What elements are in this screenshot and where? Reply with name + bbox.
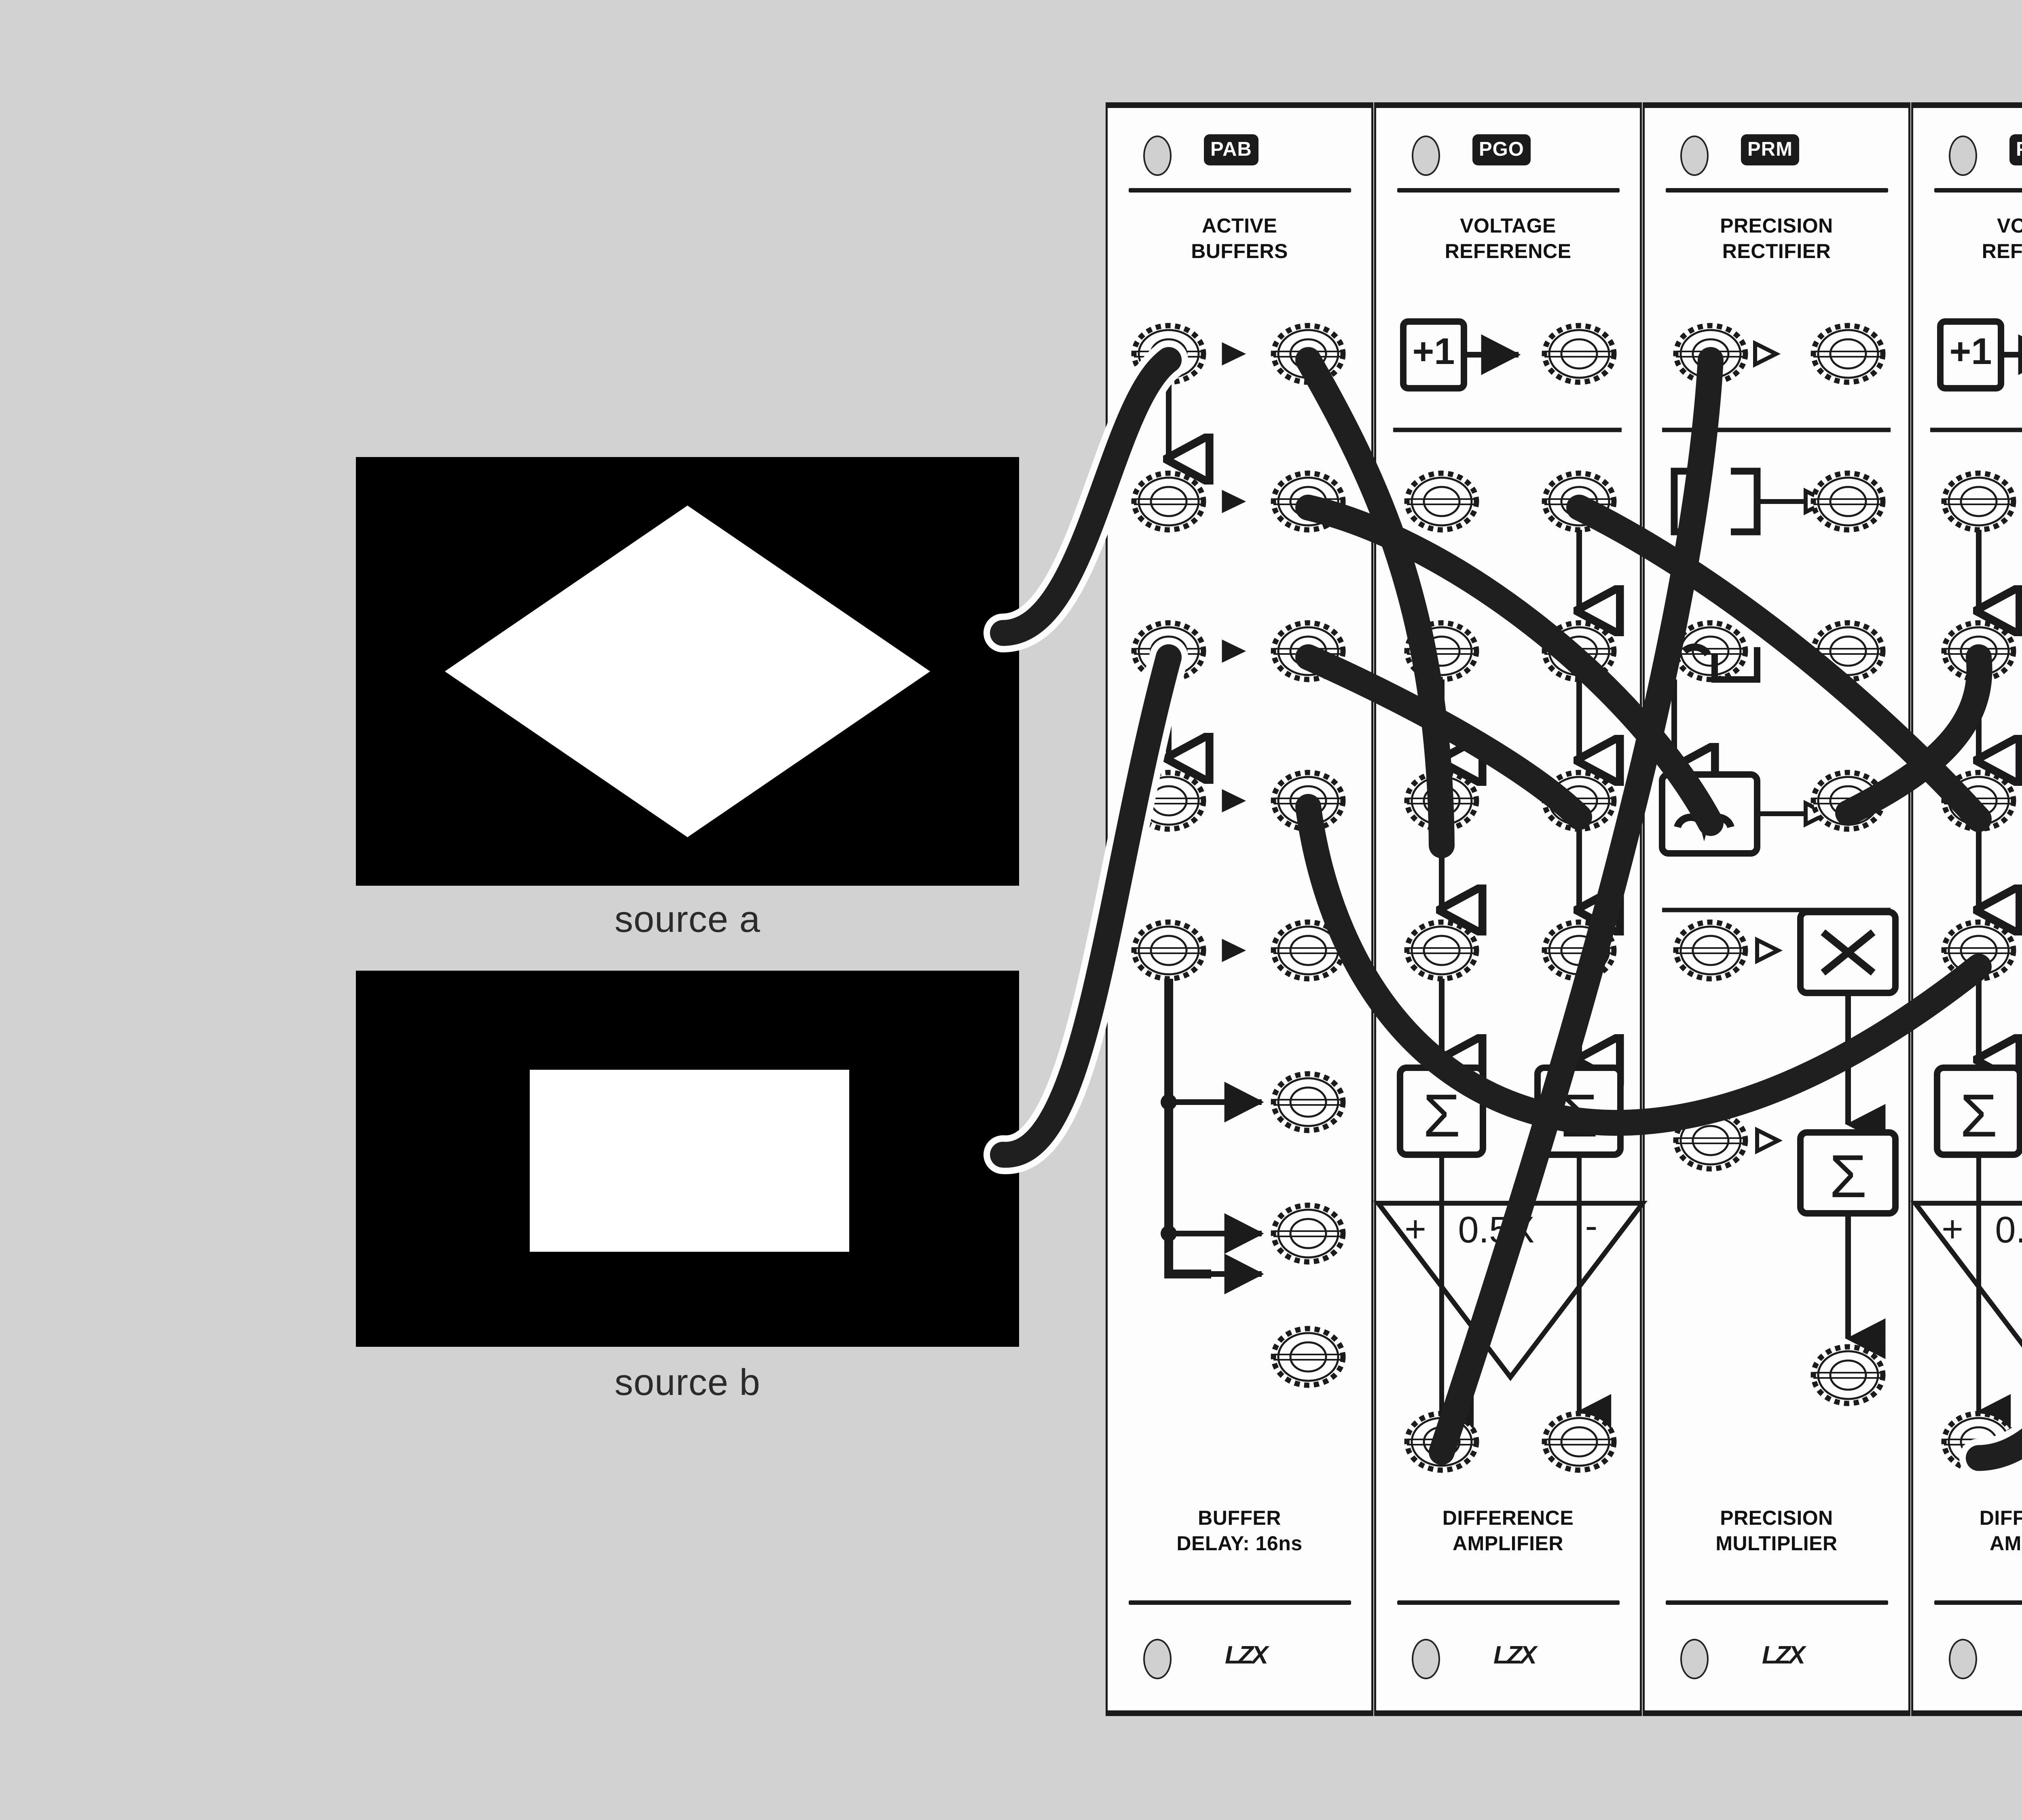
gain-plus-pgo-1: + [1404,1208,1426,1250]
gain-minus-pgo-1: - [1585,1205,1598,1246]
brand-logo-prm: LZX [1762,1641,1805,1669]
gain-plus-pgo-2: + [1942,1208,1963,1250]
source-b-display [356,971,1019,1347]
cable-pab-out1-to-pgo1[interactable] [1295,347,1455,858]
module-footer-pgo-2-line1: DIFFERENCE [1979,1507,2022,1529]
cable-pab-out4-to-pgo2[interactable] [1295,794,1992,1136]
source-a-label: source a [614,899,761,940]
brand-logo-pgo-1: LZX [1493,1641,1537,1669]
gain-value-pgo-2: 0.5X [1995,1209,2022,1251]
sum-symbol-pgo-2-a: Σ [1960,1081,1998,1149]
offset-block-label-pgo-2: +1 [1950,331,1992,372]
source-a-diamond-icon [445,506,930,837]
cable-pab-out2-to-prm[interactable] [1295,495,1724,836]
cable-pgo1-to-pgo2[interactable] [1566,495,1992,832]
module-badge-pgo-2: PGO [2009,134,2022,165]
divider-top-pgo-1 [1397,188,1620,193]
divider-bottom-pab [1129,1600,1351,1605]
prm-graphics [1659,326,1899,1403]
module-footer-pgo-1-line1: DIFFERENCE [1442,1507,1574,1529]
cable-source-b-to-pab[interactable] [984,638,1188,1175]
source-b-square-icon [530,1070,849,1252]
sum-symbol-pgo-1-a: Σ [1423,1081,1461,1149]
module-footer-prm-line1: PRECISION [1720,1507,1833,1529]
divider-top-prm [1666,188,1888,193]
divider-top-pab [1129,188,1351,193]
module-title-prm-line1: PRECISION [1720,214,1833,237]
divider-bottom-pgo-2 [1934,1600,2022,1605]
module-footer-pab-line1: BUFFER [1198,1507,1281,1529]
cable-prm-to-pgo2[interactable] [1835,644,1992,826]
module-title-prm-line2: RECTIFIER [1722,240,1831,262]
module-title-pgo-1-line2: REFERENCE [1445,240,1571,262]
module-footer-pab-line2: DELAY: 16ns [1176,1532,1303,1555]
divider-bottom-pgo-1 [1397,1600,1620,1605]
cable-source-a-to-pab[interactable] [984,341,1188,652]
module-badge-pgo-1: PGO [1472,134,1531,165]
cable-prm-to-pgo1out[interactable] [1429,347,1724,1465]
sum-symbol-prm: Σ [1830,1142,1867,1210]
led-bottom-prm [1680,1639,1709,1679]
module-title-pgo-2-line2: REFERENCE [1982,240,2022,262]
offset-block-label-pgo-1: +1 [1413,331,1455,372]
led-bottom-pab [1143,1639,1172,1679]
module-title-pab-line1: ACTIVE [1201,214,1277,237]
led-top-pab [1143,135,1172,176]
module-footer-pgo-1-line2: AMPLIFIER [1453,1532,1563,1555]
source-a-display [356,457,1019,886]
led-bottom-pgo-1 [1412,1639,1440,1679]
led-bottom-pgo-2 [1949,1639,1977,1679]
module-title-pab-line2: BUFFERS [1191,240,1288,262]
module-title-pgo-2-line1: VOLTAGE [1997,214,2022,237]
module-footer-prm-line2: MULTIPLIER [1715,1532,1838,1555]
module-badge-pab: PAB [1204,134,1258,165]
pgo-2-graphics [1910,318,2022,1470]
led-top-pgo-1 [1412,135,1440,176]
cable-pab-out3-to-pgo1b[interactable] [1295,644,1592,830]
module-badge-prm: PRM [1741,134,1799,165]
module-title-pgo-1-line1: VOLTAGE [1460,214,1556,237]
led-top-prm [1680,135,1709,176]
source-b-label: source b [614,1362,761,1403]
brand-logo-pab: LZX [1225,1641,1268,1669]
module-footer-pgo-2-line2: AMPLIFIER [1990,1532,2022,1555]
divider-top-pgo-2 [1934,188,2022,193]
divider-bottom-prm [1666,1600,1888,1605]
led-top-pgo-2 [1949,135,1977,176]
